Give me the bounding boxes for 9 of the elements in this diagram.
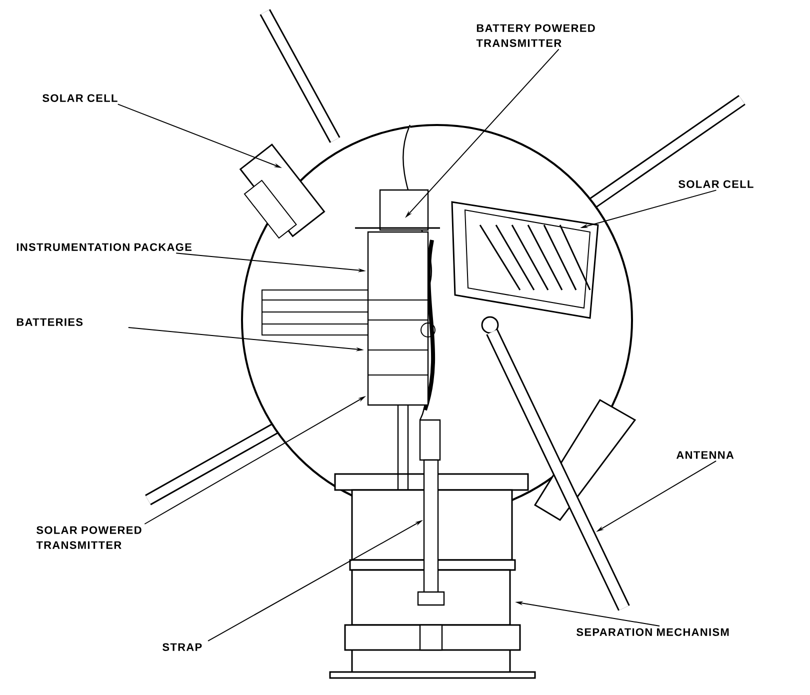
part-label: SOLAR CELL	[42, 94, 118, 102]
part-label: SEPARATION MECHANISM	[576, 628, 729, 636]
part-label: SOLAR POWERED TRANSMITTER	[36, 526, 142, 549]
part-label: ANTENNA	[676, 451, 734, 459]
part-label: STRAP	[162, 643, 202, 651]
part-label: BATTERY POWERED TRANSMITTER	[476, 24, 595, 47]
part-label: BATTERIES	[16, 318, 83, 326]
part-label: INSTRUMENTATION PACKAGE	[16, 243, 192, 251]
part-label: SOLAR CELL	[678, 180, 754, 188]
